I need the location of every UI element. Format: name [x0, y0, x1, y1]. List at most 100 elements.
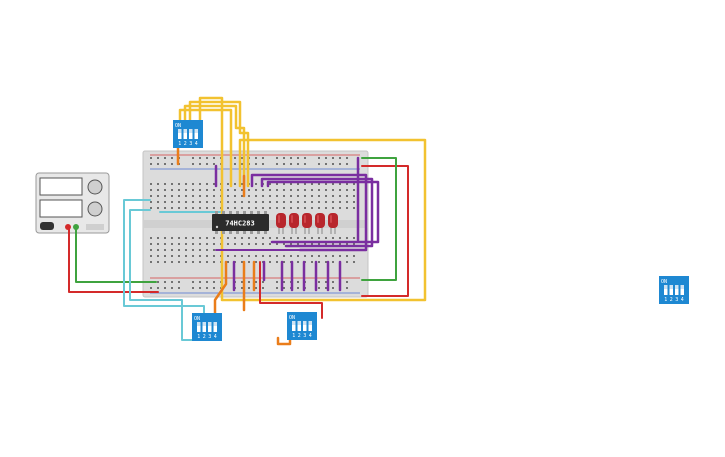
wire-yellow-4	[198, 96, 427, 302]
breadboard-hole	[171, 163, 173, 165]
breadboard-hole	[332, 163, 334, 165]
dip-position-number: 4	[214, 334, 217, 340]
breadboard-hole	[332, 243, 334, 245]
breadboard-hole	[290, 189, 292, 191]
breadboard-hole	[311, 261, 313, 263]
breadboard-hole	[248, 261, 250, 263]
breadboard-hole	[290, 163, 292, 165]
breadboard-hole	[283, 237, 285, 239]
dip-toggle[interactable]	[675, 285, 679, 295]
dip-position-number: 3	[189, 141, 192, 147]
dip-position-number: 2	[298, 333, 301, 339]
dip-toggle[interactable]	[292, 321, 296, 331]
breadboard-hole	[318, 281, 320, 283]
breadboard-hole	[339, 163, 341, 165]
dip-toggle[interactable]	[297, 321, 302, 331]
breadboard-hole	[262, 195, 264, 197]
breadboard-hole	[171, 195, 173, 197]
breadboard-hole	[206, 189, 208, 191]
breadboard-hole	[255, 183, 257, 185]
dip-toggle[interactable]	[664, 285, 668, 295]
breadboard-hole	[206, 163, 208, 165]
wire-yellow-3	[188, 100, 250, 188]
ic-pin	[243, 211, 246, 214]
dip-toggle[interactable]	[202, 322, 207, 332]
breadboard-hole	[206, 157, 208, 159]
led-red[interactable]	[302, 213, 312, 234]
breadboard-hole	[297, 163, 299, 165]
led-group	[276, 213, 338, 234]
breadboard-hole	[346, 195, 348, 197]
breadboard-hole	[206, 249, 208, 251]
led-red[interactable]	[315, 213, 325, 234]
dip-toggle[interactable]	[208, 322, 212, 332]
dip-toggle-knob	[308, 321, 312, 325]
dip-toggle[interactable]	[189, 129, 193, 139]
breadboard-hole	[150, 243, 152, 245]
ic-pins	[215, 211, 267, 234]
breadboard-hole	[304, 255, 306, 257]
dip-toggle[interactable]	[213, 322, 218, 332]
breadboard-hole	[178, 183, 180, 185]
led-red[interactable]	[328, 213, 338, 234]
dip-toggle[interactable]	[669, 285, 674, 295]
breadboard-hole	[192, 261, 194, 263]
wire-yellow-1	[178, 108, 233, 188]
breadboard-hole	[325, 201, 327, 203]
breadboard-hole	[192, 195, 194, 197]
breadboard-hole	[332, 261, 334, 263]
dip-toggle[interactable]	[680, 285, 685, 295]
dip-toggle[interactable]	[197, 322, 201, 332]
dip-toggle[interactable]	[178, 129, 182, 139]
breadboard-hole	[178, 261, 180, 263]
breadboard-hole	[262, 201, 264, 203]
breadboard-hole	[206, 183, 208, 185]
ic-74hc283[interactable]: 74HC283	[212, 211, 269, 234]
led-red[interactable]	[276, 213, 286, 234]
breadboard-hole	[318, 261, 320, 263]
led-red[interactable]	[289, 213, 299, 234]
breadboard-hole	[206, 195, 208, 197]
breadboard-hole	[185, 255, 187, 257]
breadboard-hole	[234, 183, 236, 185]
dip-toggle[interactable]	[308, 321, 313, 331]
breadboard-hole	[178, 255, 180, 257]
breadboard-hole	[339, 243, 341, 245]
breadboard-hole	[290, 157, 292, 159]
breadboard-hole	[192, 157, 194, 159]
dip-toggle[interactable]	[303, 321, 307, 331]
breadboard-hole	[185, 261, 187, 263]
breadboard-hole	[164, 281, 166, 283]
breadboard-hole	[332, 287, 334, 289]
breadboard-hole	[178, 207, 180, 209]
breadboard-hole	[157, 157, 159, 159]
breadboard-hole	[234, 195, 236, 197]
dip-position-number: 1	[664, 297, 667, 303]
breadboard-hole	[325, 183, 327, 185]
breadboard-hole	[199, 287, 201, 289]
breadboard-hole	[199, 189, 201, 191]
breadboard-hole	[353, 207, 355, 209]
power-supply[interactable]	[35, 172, 110, 234]
breadboard-hole	[332, 201, 334, 203]
dip-toggle-knob	[197, 322, 201, 326]
breadboard-hole	[346, 189, 348, 191]
dip-toggle[interactable]	[194, 129, 199, 139]
ic-pin	[264, 211, 267, 214]
breadboard-hole	[318, 183, 320, 185]
breadboard-hole	[199, 195, 201, 197]
breadboard-hole	[311, 243, 313, 245]
breadboard-hole	[192, 255, 194, 257]
dip-toggle[interactable]	[183, 129, 188, 139]
breadboard-hole	[318, 207, 320, 209]
breadboard-hole	[178, 287, 180, 289]
